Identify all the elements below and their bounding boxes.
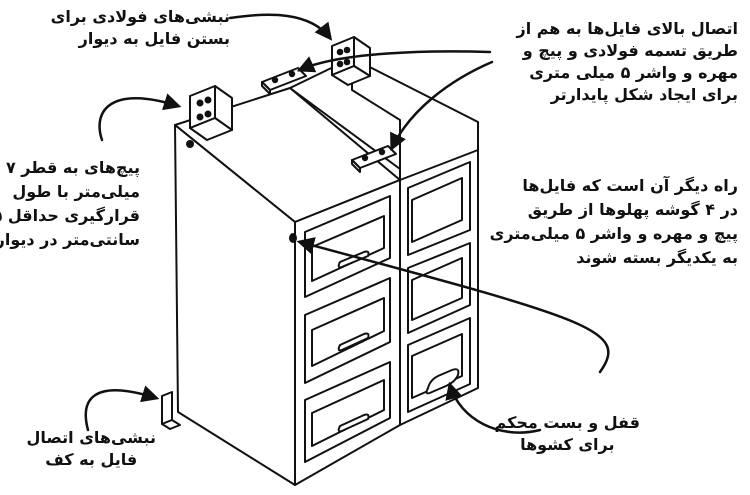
front-cabinet <box>174 87 401 486</box>
label-wall-screws: پیچ‌های به قطر ۷ میلی‌متر با طول قرارگیر… <box>0 158 140 249</box>
arrow-lock <box>445 381 542 434</box>
arrow-wall-brackets <box>228 13 333 41</box>
arrow-top-strap-1 <box>296 50 492 73</box>
front-cabinet-hole <box>186 140 194 148</box>
label-floor-brackets: نبشی‌های اتصال فایل به کف <box>26 428 157 469</box>
arrow-top-strap-2 <box>390 60 494 152</box>
arrow-side-bolting <box>296 237 610 374</box>
label-lock: قفل و بست محکم برای کشوها <box>494 413 640 454</box>
drawer-lock-handle <box>425 368 460 395</box>
arrow-wall-screws <box>98 93 182 142</box>
label-wall-brackets: نبشی‌های فولادی برای بستن فایل به دیوار <box>50 7 230 48</box>
label-side-bolting: راه دیگر آن است که فایل‌ها در ۴ گوشه پهل… <box>489 176 738 267</box>
wall-bracket-right <box>331 36 371 86</box>
side-bolt-hole <box>289 233 297 243</box>
label-top-connection: اتصال بالای فایل‌ها به هم از طریق تسمه ف… <box>516 19 738 104</box>
top-strap-2 <box>351 145 397 173</box>
top-strap-1 <box>261 67 307 95</box>
wall-bracket-left <box>189 85 233 141</box>
arrow-floor-brackets <box>84 385 160 432</box>
front-cabinet-drawers <box>304 195 391 463</box>
floor-bracket <box>161 391 181 430</box>
